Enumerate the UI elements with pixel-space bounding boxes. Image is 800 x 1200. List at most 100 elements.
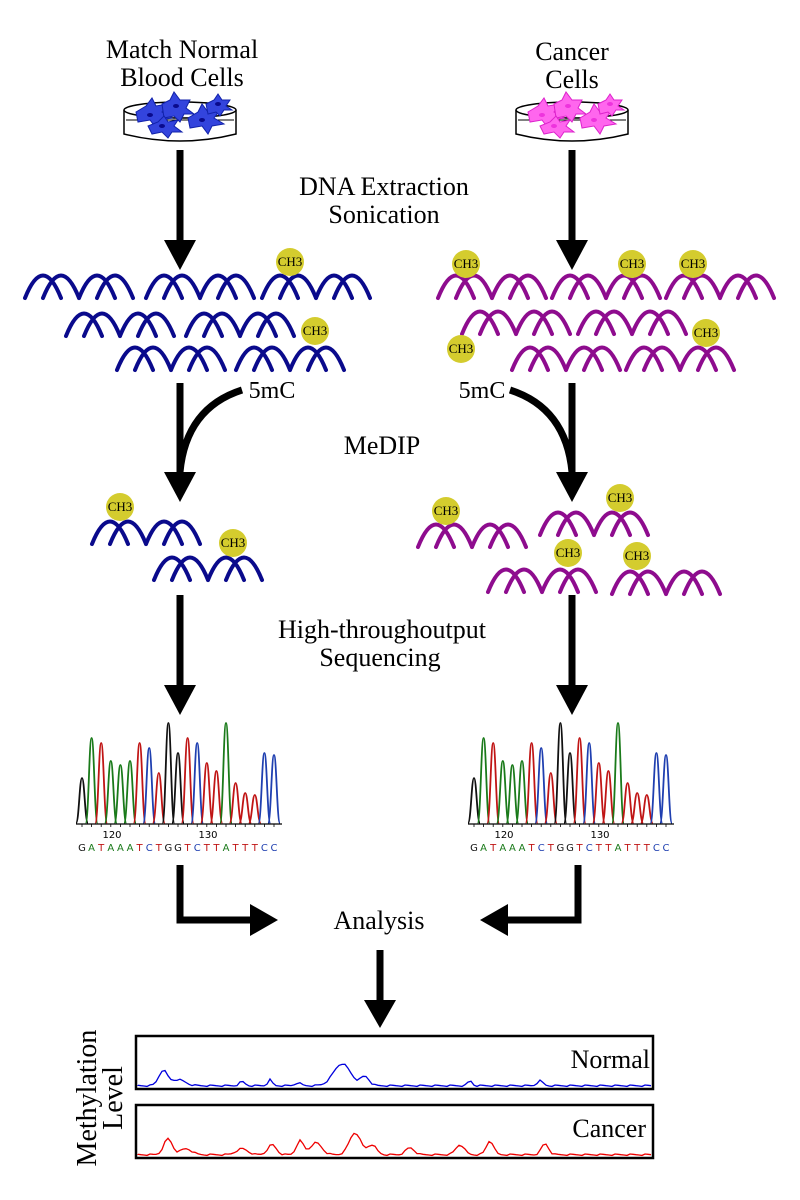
svg-text:CH3: CH3 xyxy=(556,545,581,560)
base-call: A xyxy=(223,843,230,854)
svg-text:CH3: CH3 xyxy=(620,256,645,271)
normal-methylation-panel xyxy=(134,1034,655,1091)
methyl-group-icon: CH3 xyxy=(106,493,134,521)
cancer-dna-fragment xyxy=(624,345,736,372)
base-call: A xyxy=(519,843,526,854)
cancer-dna-fragment xyxy=(510,345,622,372)
chromatogram-peak xyxy=(611,722,625,824)
normal-track-label: Normal xyxy=(571,1045,650,1074)
base-call: T xyxy=(241,843,249,854)
svg-text:CH3: CH3 xyxy=(625,548,650,563)
chromatogram-peak xyxy=(132,742,147,824)
chromatogram-peak xyxy=(620,782,635,824)
base-call: C xyxy=(653,843,660,854)
svg-text:CH3: CH3 xyxy=(694,325,719,340)
chromatogram-peak xyxy=(103,760,118,824)
chromatogram-peak xyxy=(553,722,568,824)
chromatogram-peak xyxy=(639,794,654,824)
base-call: G xyxy=(165,843,173,854)
svg-text:CH3: CH3 xyxy=(434,503,459,518)
base-call: C xyxy=(538,843,545,854)
chromatogram-peak xyxy=(199,762,214,824)
base-call: C xyxy=(271,843,278,854)
cancer-methylation-track xyxy=(137,1132,652,1157)
cancer-dna-fragment xyxy=(436,273,548,300)
base-call: T xyxy=(633,843,641,854)
svg-text:CH3: CH3 xyxy=(278,254,303,269)
cancer-enriched-dna-fragment xyxy=(610,569,722,596)
base-call: C xyxy=(194,843,201,854)
chromatogram-peak xyxy=(582,742,597,824)
normal-dna-fragment xyxy=(64,311,176,338)
base-call: G xyxy=(78,843,86,854)
cancer-track-label: Cancer xyxy=(572,1114,646,1143)
arrowhead-cancer-sequencing xyxy=(556,685,588,715)
arrowhead-cancer-to-analysis xyxy=(480,904,508,936)
base-call: T xyxy=(624,843,632,854)
chromatogram-peak xyxy=(515,760,529,824)
position-label: 120 xyxy=(102,830,121,841)
arrowhead-cancer-medip xyxy=(556,472,588,502)
chromatogram-peak xyxy=(75,777,89,824)
methyl-group-icon: CH3 xyxy=(692,319,720,347)
base-call: T xyxy=(97,843,105,854)
chromatogram-peak xyxy=(601,770,616,824)
base-call: T xyxy=(528,843,536,854)
chromatogram-peak xyxy=(247,794,262,824)
chromatogram-peak xyxy=(113,764,128,824)
chromatogram-peak xyxy=(476,737,491,824)
methyl-group-icon: CH3 xyxy=(432,497,460,525)
cancer-methylation-panel xyxy=(134,1103,655,1160)
base-call: A xyxy=(509,843,516,854)
methyl-group-icon: CH3 xyxy=(554,539,582,567)
svg-text:CH3: CH3 xyxy=(449,341,474,356)
normal-cell-dish-icon xyxy=(123,91,237,142)
arrowhead-normal-medip xyxy=(164,472,196,502)
arrow-cancer-5mc-curve xyxy=(508,386,576,473)
chromatogram-peak xyxy=(267,754,281,824)
base-call: A xyxy=(117,843,124,854)
svg-text:CH3: CH3 xyxy=(303,323,328,338)
chromatogram-peak xyxy=(190,742,205,824)
base-call: T xyxy=(155,843,163,854)
cancer-cell-dish-icon xyxy=(515,91,629,142)
flow-arrows xyxy=(164,150,588,1028)
chromatogram-peak xyxy=(495,760,510,824)
chromatogram-peak xyxy=(572,737,587,824)
result-ylabel-line1: Methylation xyxy=(72,1030,103,1167)
svg-text:CH3: CH3 xyxy=(681,256,706,271)
cancer-enriched-dna-fragment xyxy=(538,510,650,537)
methyl-group-icon: CH3 xyxy=(447,335,475,363)
chromatogram-peak xyxy=(630,792,645,824)
step-analysis: Analysis xyxy=(334,906,425,935)
chromatogram-peak xyxy=(209,770,224,824)
normal-dna-fragment xyxy=(115,345,227,372)
chromatogram-peak xyxy=(94,742,109,824)
base-call: A xyxy=(107,843,114,854)
methyl-group-icon: CH3 xyxy=(301,317,329,345)
chromatogram-peak xyxy=(543,772,558,824)
cancer-dna-fragment xyxy=(664,273,776,300)
svg-text:CH3: CH3 xyxy=(608,490,633,505)
step-sequencing: Sequencing xyxy=(319,643,440,672)
chromatogram-peak xyxy=(649,752,664,824)
base-call: C xyxy=(261,843,268,854)
base-call: T xyxy=(184,843,192,854)
chromatogram-peak xyxy=(84,737,99,824)
base-call: T xyxy=(489,843,497,854)
cancer-enriched-dna-fragment xyxy=(486,567,598,594)
normal-dna-fragment xyxy=(260,273,372,300)
base-call: G xyxy=(174,843,182,854)
base-call: A xyxy=(88,843,95,854)
cancer-5mc-label: 5mC xyxy=(459,378,506,404)
methyl-group-icon: CH3 xyxy=(618,250,646,278)
arrowhead-cancer-extraction xyxy=(556,240,588,270)
chromatogram-peak xyxy=(151,772,166,824)
chromatogram-peak xyxy=(219,722,233,824)
chromatogram-peak xyxy=(123,760,137,824)
chromatogram-peak xyxy=(659,754,673,824)
arrowhead-normal-sequencing xyxy=(164,685,196,715)
chromatogram-peak xyxy=(171,752,185,824)
